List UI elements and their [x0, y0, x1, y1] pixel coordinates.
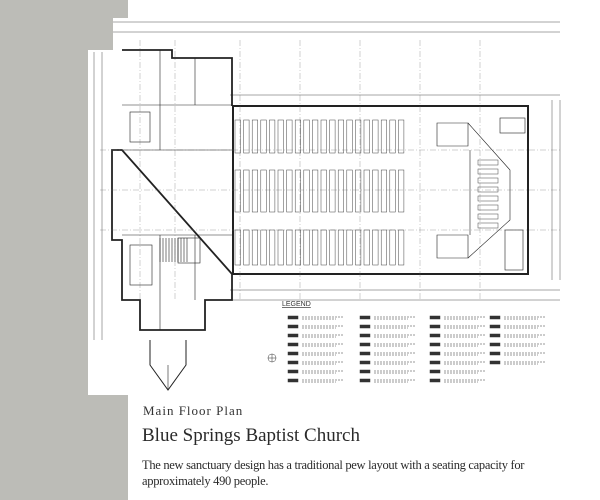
pew [380, 119, 387, 154]
pew [320, 119, 327, 154]
choir-seat [477, 168, 499, 175]
pew [329, 169, 336, 213]
pew [294, 169, 301, 213]
pew [251, 169, 258, 213]
pew [398, 119, 405, 154]
legend-symbol [489, 351, 501, 356]
pew [303, 169, 310, 213]
legend-symbol [287, 360, 299, 365]
legend-symbol [429, 351, 441, 356]
pew [398, 169, 405, 213]
pew [294, 229, 301, 266]
legend-symbol [359, 324, 371, 329]
legend-symbol [429, 360, 441, 365]
legend-symbol [489, 342, 501, 347]
pew [260, 229, 267, 266]
project-title: Blue Springs Baptist Church [142, 425, 360, 446]
legend-symbol [359, 333, 371, 338]
pew [234, 119, 241, 154]
pew [380, 169, 387, 213]
legend-symbol [359, 378, 371, 383]
legend-symbol [489, 315, 501, 320]
pew [286, 119, 293, 154]
pew [355, 119, 362, 154]
legend-symbol [359, 351, 371, 356]
pew [312, 119, 319, 154]
pew [269, 119, 276, 154]
legend-symbol [429, 315, 441, 320]
pew [346, 169, 353, 213]
choir-seat [477, 204, 499, 211]
pew [312, 169, 319, 213]
choir-seat [477, 222, 499, 229]
pew [372, 119, 379, 154]
legend-symbol [429, 369, 441, 374]
pew [389, 229, 396, 266]
legend-label: LEGEND [282, 301, 311, 308]
pew [329, 119, 336, 154]
project-description: The new sanctuary design has a tradition… [142, 458, 525, 488]
pew [337, 119, 344, 154]
pew [269, 169, 276, 213]
choir-seat [477, 159, 499, 166]
pew [346, 119, 353, 154]
pew [389, 169, 396, 213]
choir-seat [477, 177, 499, 184]
pew [277, 119, 284, 154]
legend-symbol [429, 378, 441, 383]
pew [312, 229, 319, 266]
pew [337, 169, 344, 213]
legend-symbol [359, 342, 371, 347]
pew [294, 119, 301, 154]
legend-symbol [287, 342, 299, 347]
pew [337, 229, 344, 266]
legend-symbol [429, 333, 441, 338]
pew [320, 169, 327, 213]
legend-symbol [359, 369, 371, 374]
pew [269, 229, 276, 266]
pew [260, 119, 267, 154]
legend-symbol [359, 360, 371, 365]
legend-symbol [489, 360, 501, 365]
pew [363, 119, 370, 154]
pew [286, 169, 293, 213]
plan-subtitle: Main Floor Plan [143, 403, 244, 418]
legend-symbol [287, 315, 299, 320]
pew [234, 169, 241, 213]
legend-symbol [287, 333, 299, 338]
legend-symbol [287, 369, 299, 374]
choir-seat [477, 195, 499, 202]
legend-symbol [429, 342, 441, 347]
pew [251, 119, 258, 154]
choir-seat [477, 213, 499, 220]
legend-symbol [287, 324, 299, 329]
legend-symbol [489, 324, 501, 329]
pew [303, 119, 310, 154]
pew [355, 169, 362, 213]
pew [243, 119, 250, 154]
floor-plan-drawing: LEGEND [93, 21, 561, 391]
legend-symbol [489, 333, 501, 338]
pew [243, 169, 250, 213]
legend-symbol [359, 315, 371, 320]
legend-symbol [287, 351, 299, 356]
pew [277, 169, 284, 213]
choir-seat [477, 186, 499, 193]
legend-symbol [287, 378, 299, 383]
pew [260, 169, 267, 213]
pew [372, 169, 379, 213]
pew [389, 119, 396, 154]
pew [363, 169, 370, 213]
pew [346, 229, 353, 266]
legend-symbol [429, 324, 441, 329]
